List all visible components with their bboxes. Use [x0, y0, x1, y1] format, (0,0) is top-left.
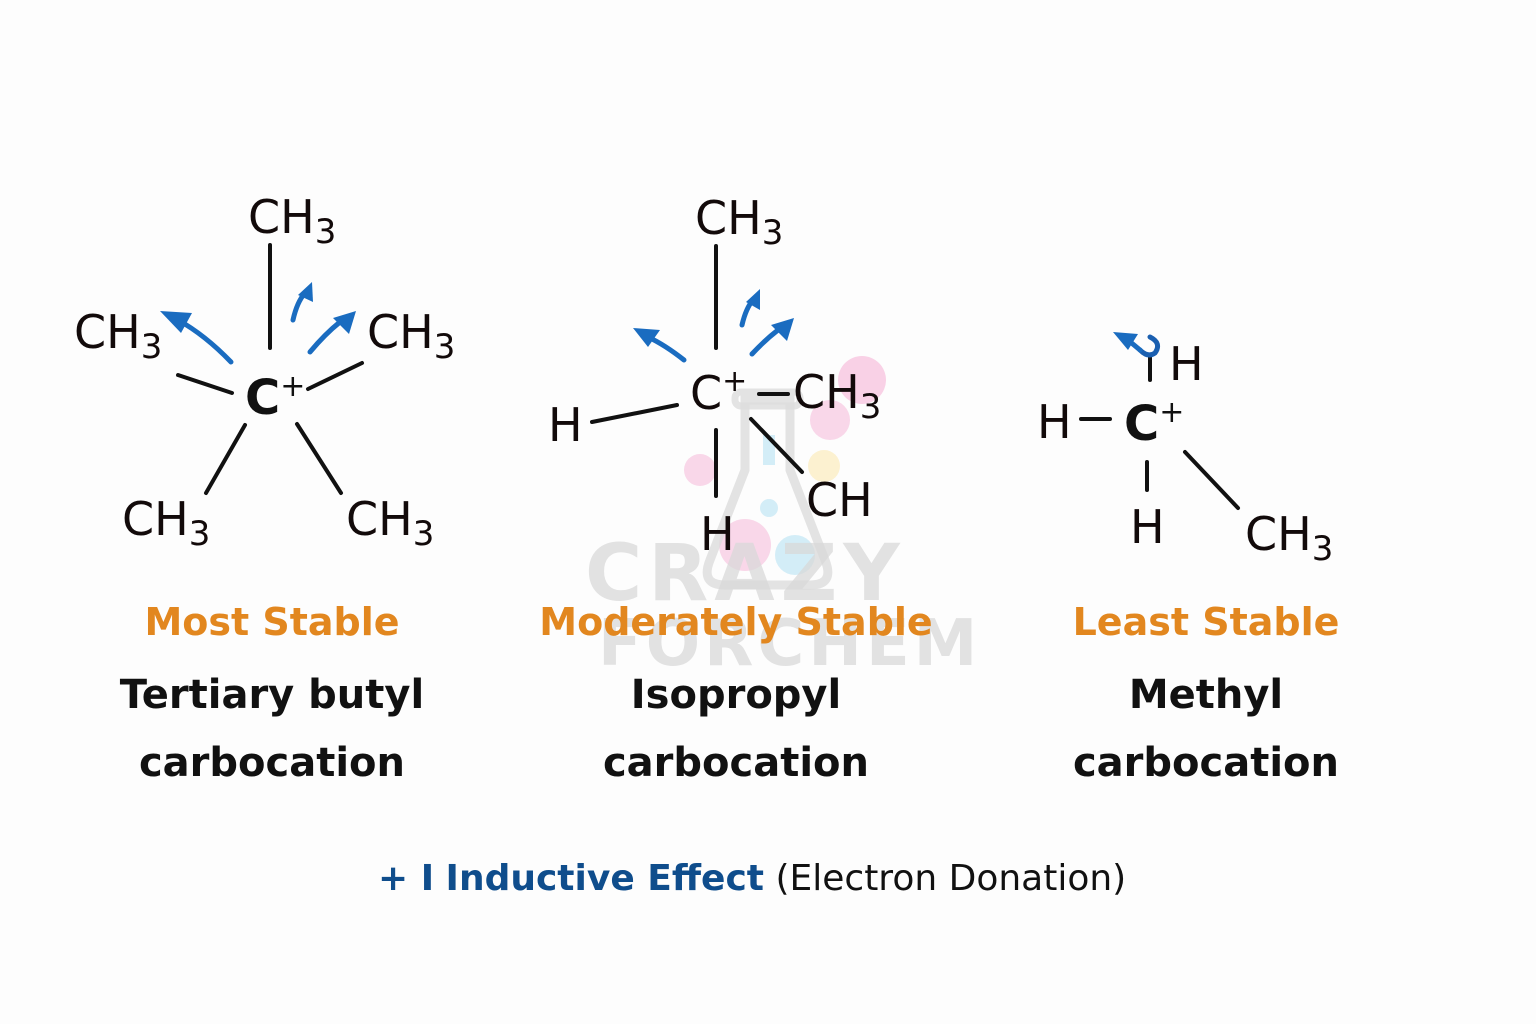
central-carbon: C+ [1124, 395, 1184, 452]
label-isopropyl: Moderately Stable Isopropyl carbocation [526, 597, 946, 797]
molecule-name-line1: Tertiary butyl [119, 672, 425, 718]
stability-label: Moderately Stable [539, 600, 933, 644]
legend-symbol: + I [378, 858, 435, 899]
molecule-name-line2: carbocation [602, 740, 870, 786]
substituent-bottom: H [700, 507, 735, 561]
molecule-name-line1: Isopropyl [630, 672, 842, 718]
molecule-methyl: C+ H H H CH3 [1037, 332, 1333, 569]
label-tertiary-butyl: Most Stable Tertiary butyl carbocation [62, 597, 482, 797]
electron-donation-arrow-icon [739, 289, 760, 328]
electron-donation-arrow-icon [307, 311, 356, 355]
molecule-name-line1: Methyl [1128, 672, 1284, 718]
substituent-top: CH3 [695, 191, 783, 253]
electron-donation-arrow-icon [1113, 332, 1161, 358]
substituent-top: CH3 [248, 190, 336, 252]
stability-label: Most Stable [144, 600, 400, 644]
substituent-left: H [1037, 395, 1072, 449]
watermark-text-line2: FORCHEM [598, 607, 981, 681]
electron-donation-arrow-icon [633, 328, 687, 363]
substituent-lower-right: CH [806, 473, 873, 527]
stability-label: Least Stable [1072, 600, 1340, 644]
substituent-lower-left: CH3 [122, 492, 210, 554]
label-methyl: Least Stable Methyl carbocation [996, 597, 1416, 797]
legend-effect: Inductive Effect [445, 858, 764, 899]
flask-icon [702, 395, 833, 590]
substituent-upper-right: CH3 [367, 305, 455, 367]
electron-donation-arrow-icon [290, 282, 313, 323]
molecule-isopropyl: C+ CH3 H CH3 H CH [548, 191, 881, 561]
electron-donation-arrow-icon [749, 318, 794, 357]
substituent-lower-right: CH3 [1245, 507, 1333, 569]
molecule-name-line2: carbocation [1072, 740, 1340, 786]
electron-donation-arrow-icon [160, 311, 234, 365]
central-carbon: C+ [245, 369, 305, 426]
substituent-top-right: H [1169, 337, 1204, 391]
substituent-lower-right: CH3 [346, 492, 434, 554]
substituent-left: H [548, 398, 583, 452]
substituent-upper-left: CH3 [74, 305, 162, 367]
watermark-text-line1: CRAZY [585, 529, 906, 619]
legend: + I Inductive Effect (Electron Donation) [378, 858, 1126, 899]
legend-description: (Electron Donation) [775, 858, 1127, 899]
watermark-logo: CRAZY FORCHEM [585, 356, 981, 681]
substituent-bottom: H [1130, 500, 1165, 554]
central-carbon: C+ [690, 364, 747, 420]
substituent-right: CH3 [793, 365, 881, 427]
molecule-tertiary-butyl: C+ CH3 CH3 CH3 CH3 CH3 [74, 190, 455, 554]
molecule-name-line2: carbocation [138, 740, 406, 786]
